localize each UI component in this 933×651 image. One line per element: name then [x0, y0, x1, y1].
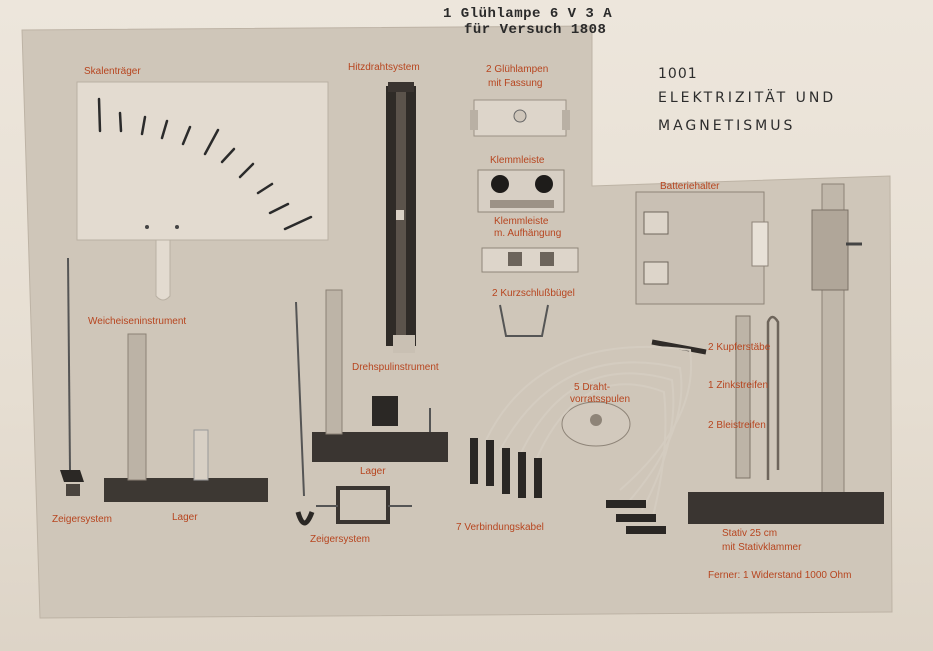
label-zeigersystem-left: Zeigersystem: [52, 514, 113, 525]
label-drahtvorrat-1: 5 Draht-: [574, 382, 611, 393]
cable-plugs: [470, 438, 666, 534]
label-hitzdrahtsystem: Hitzdrahtsystem: [348, 62, 420, 73]
label-batteriehalter: Batteriehalter: [660, 181, 720, 192]
label-zeigersystem-mid: Zeigersystem: [310, 534, 371, 545]
label-skalentraeger: Skalenträger: [84, 66, 141, 77]
label-bleistreifen: 2 Bleistreifen: [708, 420, 766, 431]
metal-strips: [651, 315, 780, 480]
section-title-line-1: ELEKTRIZITÄT UND: [658, 90, 837, 106]
connection-cables: [485, 345, 693, 521]
additional-note: Ferner: 1 Widerstand 1000 Ohm: [708, 570, 852, 581]
lamp-socket-board: [470, 99, 570, 137]
label-kurzschlussbuegel: 2 Kurzschlußbügel: [492, 288, 575, 299]
catalog-number: 1001: [658, 66, 698, 82]
label-klemmleiste-aufh-1: Klemmleiste: [494, 216, 549, 227]
pointer-system-mid: [295, 301, 412, 526]
section-title-line-2: MAGNETISMUS: [658, 118, 796, 134]
label-mit-fassung: mit Fassung: [488, 78, 543, 89]
wire-spool: [561, 401, 631, 447]
scale-carrier-panel: [76, 81, 329, 301]
label-lager-left: Lager: [172, 512, 198, 523]
moving-iron-instrument: [104, 333, 268, 502]
label-lager-mid: Lager: [360, 466, 386, 477]
label-drehspulinstrument: Drehspulinstrument: [352, 362, 439, 373]
label-kupferstaebe: 2 Kupferstäbe: [708, 342, 771, 353]
label-klemmleiste-aufh-2: m. Aufhängung: [494, 228, 562, 239]
moving-coil-instrument: [312, 289, 448, 462]
label-stativ-2: mit Stativklammer: [722, 542, 802, 553]
label-weicheiseninstrument: Weicheiseninstrument: [88, 316, 187, 327]
stamp-line-1: 1 Glühlampe 6 V 3 A: [443, 6, 613, 22]
terminal-strip: [477, 169, 565, 213]
stamp-line-2: für Versuch 1808: [464, 22, 607, 38]
pointer-system-left: [60, 257, 84, 496]
hot-wire-system: [386, 82, 416, 353]
short-circuit-bracket: [499, 304, 549, 337]
label-verbindungskabel: 7 Verbindungskabel: [456, 522, 544, 533]
label-zinkstreifen: 1 Zinkstreifen: [708, 380, 769, 391]
label-stativ-1: Stativ 25 cm: [722, 528, 778, 539]
label-klemmleiste: Klemmleiste: [490, 155, 545, 166]
label-gluehlampen: 2 Glühlampen: [486, 64, 549, 75]
label-drahtvorrat-2: vorratsspulen: [570, 394, 631, 405]
stand: [688, 183, 884, 524]
terminal-strip-hanging: [481, 247, 579, 273]
battery-holder: [635, 191, 769, 305]
